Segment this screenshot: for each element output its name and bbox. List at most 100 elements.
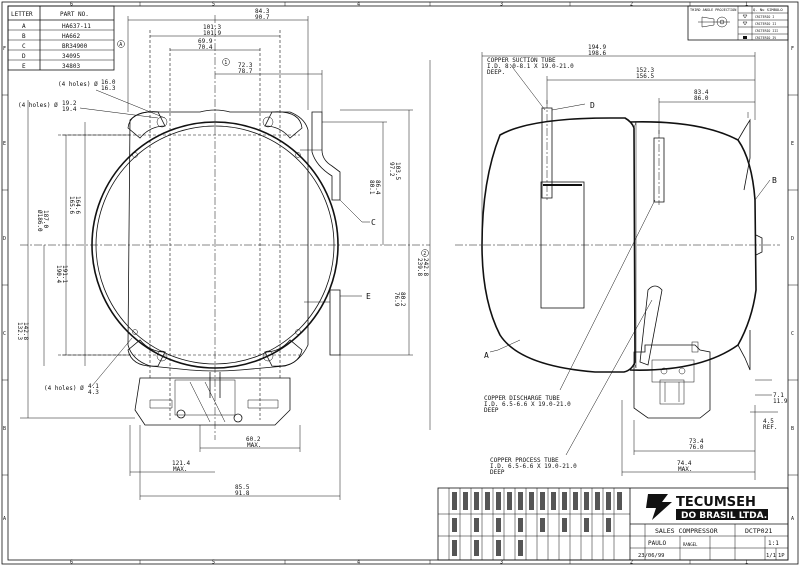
tecumseh-logo-icon: [646, 494, 672, 520]
dim-194-top: 194.9: [588, 44, 606, 51]
dim-85-top: 85.5: [235, 484, 250, 491]
terminal-screw-icon: [233, 413, 243, 423]
criteria-row: CRITERIO II: [755, 22, 776, 26]
row-e-right: E: [791, 141, 794, 147]
holes-19-top: 19.2: [62, 100, 77, 107]
dim-69-bottom: 70.4: [198, 44, 213, 51]
holes-19-bottom: 19.4: [62, 106, 77, 113]
revision-mark: A: [119, 42, 122, 48]
criteria-row: CRITERIO IV: [755, 36, 776, 40]
col-2-bottom: 2: [630, 560, 633, 566]
dim-121-top: 121.4: [172, 460, 190, 467]
holes-16-label: (4 holes) Ø: [58, 81, 98, 88]
drawn-by: PAULO: [648, 540, 666, 547]
mounting-hole: [262, 350, 274, 362]
dim-80-top: 80.1: [368, 180, 375, 195]
table-header-letter: LETTER: [11, 11, 33, 18]
drawing-title: SALES COMPRESSOR: [655, 527, 718, 535]
dim-239-top: 239.8: [416, 258, 423, 276]
dim-74-top: 74.4: [677, 460, 692, 467]
row-c-right: C: [791, 331, 794, 337]
row-d: D: [3, 236, 6, 242]
process-note-3: DEEP: [490, 469, 505, 476]
dim-74-bottom: MAX.: [678, 466, 692, 473]
holes-16-top: 16.0: [101, 79, 116, 86]
label-b: B: [772, 176, 777, 185]
row-d-right: D: [791, 236, 794, 242]
table-row-letter: E: [22, 63, 26, 70]
row-c: C: [3, 331, 6, 337]
holes-4-top: 4.1: [88, 383, 99, 390]
holes-4-label: (4 holes) Ø: [44, 385, 84, 392]
drawing-scale: 1:1: [768, 540, 779, 547]
dim-7-bottom: 11.9: [773, 398, 788, 405]
dim-121-bottom: MAX.: [173, 466, 187, 473]
dim-101-top: 101.3: [203, 24, 221, 31]
dim-164-bottom: 165.6: [68, 196, 75, 214]
label-plate: [540, 181, 585, 309]
suction-note-3: DEEP.: [487, 69, 505, 76]
discharge-note-1: COPPER DISCHARGE TUBE: [484, 395, 560, 402]
terminal-screw-icon: [678, 367, 686, 375]
row-f-right: F: [791, 46, 794, 52]
side-view: [455, 100, 780, 419]
criteria-row: CRITERIO I: [755, 15, 774, 19]
front-dimension-lines: [20, 16, 431, 500]
table-row-letter: C: [22, 43, 26, 50]
row-a: A: [3, 516, 6, 522]
label-c: C: [371, 218, 376, 227]
dim-7-top: 7.1: [773, 392, 784, 399]
discharge-note-3: DEEP: [484, 407, 499, 414]
terminal-screw-icon: [176, 409, 186, 419]
table-row-part: BR34900: [62, 43, 88, 50]
dim-83-top: 83.4: [694, 89, 709, 96]
col-1-bottom: 1: [745, 560, 748, 566]
table-row-letter: B: [22, 33, 26, 40]
dim-69-top: 69.9: [198, 38, 213, 45]
projection-title: THIRD ANGLE PROJECTION: [690, 8, 736, 12]
dim-76-top: 76.9: [393, 292, 400, 307]
terminal-box: [633, 344, 711, 419]
discharge-tube-side: [653, 137, 665, 203]
dim-164-top: 164.6: [74, 196, 81, 214]
table-row-part: HA637-11: [62, 23, 91, 30]
dim-72-bottom: 78.7: [238, 68, 253, 75]
discharge-note-2: I.D. 6.5-6.6 X 19.0-21.0: [484, 401, 571, 408]
dim-73-bottom: 76.0: [689, 444, 704, 451]
mounting-hole: [156, 350, 168, 362]
dim-72-top: 72.3: [238, 62, 253, 69]
dim-4-top: 4.5: [763, 418, 774, 425]
label-d: D: [590, 101, 595, 110]
sheet-number: 1/1: [766, 553, 776, 559]
table-row-part: 34095: [62, 53, 80, 60]
sheet-size: 1P: [778, 553, 785, 559]
drawing-number: DCTP021: [745, 527, 772, 535]
dim-97-top: 97.2: [388, 162, 395, 177]
process-note-2: I.D. 6.5-6.6 X 19.0-21.0: [490, 463, 577, 470]
dim-84-bottom: 90.7: [255, 14, 270, 21]
dim-190-bottom: 191.1: [61, 265, 68, 283]
table-row-part: HA662: [62, 33, 80, 40]
mounting-hole: [262, 116, 274, 128]
dim-194-bottom: 198.6: [588, 50, 606, 57]
side-dimension-lines: [481, 52, 778, 480]
company-name: TECUMSEH: [676, 495, 756, 510]
terminal-cover: [134, 377, 291, 426]
dim-239-bottom: 242.8: [422, 258, 429, 276]
col-5-bottom: 5: [212, 560, 215, 566]
terminal-screw-icon: [660, 367, 668, 375]
label-e: E: [366, 292, 371, 301]
dim-186-top: Ø186.0: [36, 210, 43, 232]
dim-152-top: 152.3: [636, 67, 654, 74]
projection-box: THIRD ANGLE PROJECTION Q. Nu SIMBOLO CRI…: [687, 5, 789, 41]
inner-border: [7, 5, 789, 561]
label-a: A: [484, 351, 489, 360]
suction-note-1: COPPER SUCTION TUBE: [487, 57, 556, 64]
checked-by: RANGEL: [683, 542, 698, 547]
criteria-row: CRITERIO III: [755, 29, 778, 33]
criteria-symbol-icon: [742, 14, 748, 26]
projection-symbol-cone: [701, 16, 715, 28]
dim-97-bottom: 103.5: [394, 162, 401, 180]
table-row-part: 34803: [62, 63, 80, 70]
dim-83-bottom: 86.0: [694, 95, 709, 102]
